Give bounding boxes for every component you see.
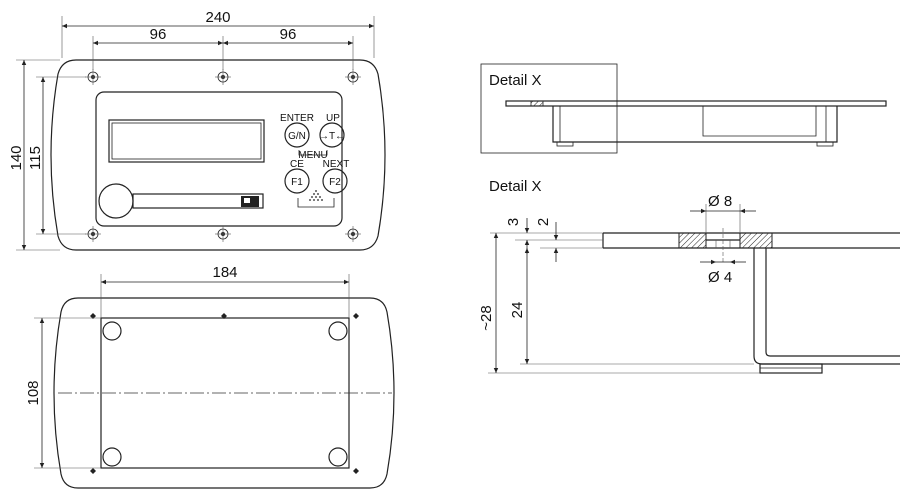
side-plate-tab (530, 100, 544, 107)
screw-icon (215, 226, 231, 242)
hatched-insert-left (678, 232, 707, 249)
round-knob (98, 183, 134, 219)
dimension-outer-diameter: Ø 8 (690, 193, 756, 233)
svg-text:184: 184 (212, 264, 237, 281)
next-button (322, 168, 348, 194)
dimension-body-depth: 24 (509, 248, 754, 365)
corner-hole (102, 321, 122, 341)
front-housing-outline (50, 59, 386, 251)
svg-text:24: 24 (509, 302, 526, 319)
enter-button-face: G/N (288, 131, 306, 142)
ce-button-top-label: CE (290, 159, 304, 170)
svg-text:~28: ~28 (478, 305, 495, 330)
side-rear-step (702, 106, 817, 137)
svg-text:108: 108 (25, 380, 42, 405)
enter-button (284, 122, 310, 148)
dimension-hole-pitch: 96 96 (92, 26, 354, 70)
dimension-cutout-width: 184 (100, 264, 350, 318)
next-button-face: F2 (329, 177, 341, 188)
screw-icon (345, 226, 361, 242)
svg-text:115: 115 (27, 146, 44, 170)
detail-overview: Detail X (480, 63, 887, 154)
svg-text:Ø 8: Ø 8 (708, 193, 732, 210)
dimension-total-depth: ~28 (478, 233, 760, 374)
corner-hole (102, 447, 122, 467)
enter-button-top-label: ENTER (280, 113, 314, 124)
ce-button (284, 168, 310, 194)
dimension-inner-diameter: Ø 4 (700, 259, 746, 286)
svg-text:Ø 4: Ø 4 (708, 269, 732, 286)
detail-section: Detail X Ø 8 Ø 4 (478, 178, 900, 374)
screw-icon (215, 69, 231, 85)
up-button-top-label: UP (326, 113, 340, 124)
lcd-display (108, 119, 265, 163)
speaker-grille-icon (309, 190, 323, 201)
corner-hole (328, 321, 348, 341)
corner-hole (328, 447, 348, 467)
detail-frame (480, 63, 618, 154)
dimension-hole-pitch-vertical: 115 (27, 76, 86, 235)
svg-text:240: 240 (205, 9, 230, 26)
side-body (552, 106, 838, 143)
svg-text:3: 3 (505, 218, 522, 226)
ce-button-face: F1 (291, 177, 303, 188)
hatched-insert-right (739, 232, 773, 249)
mounting-screws (85, 69, 361, 242)
svg-text:96: 96 (280, 26, 297, 43)
menu-bracket (298, 150, 328, 156)
slot-connector-window (244, 198, 250, 203)
detail-section-label: Detail X (489, 178, 542, 195)
up-button (319, 122, 345, 148)
up-button-face: →T← (319, 131, 345, 142)
card-slot (132, 193, 264, 209)
screw-icon (345, 69, 361, 85)
next-button-top-label: NEXT (323, 159, 350, 170)
lcd-display-inner (111, 122, 262, 160)
front-view: ENTER G/N UP →T← MENU CE F1 NEXT F2 (8, 9, 386, 251)
svg-text:2: 2 (535, 218, 552, 226)
corner-markers (90, 313, 359, 474)
back-view: 184 108 (25, 264, 395, 489)
side-foot (816, 141, 834, 147)
screw-icon (85, 69, 101, 85)
speaker-bracket (297, 198, 335, 208)
dimension-plate-thickness: 3 2 (490, 218, 603, 262)
svg-text:140: 140 (8, 145, 25, 170)
menu-label: MENU (298, 150, 327, 161)
svg-text:96: 96 (150, 26, 167, 43)
dimension-cutout-height: 108 (25, 317, 101, 469)
screw-icon (85, 226, 101, 242)
back-housing-outline (53, 297, 395, 489)
dimension-height-total: 140 (8, 59, 60, 251)
section-foot (759, 363, 823, 374)
side-plate (505, 100, 887, 107)
dimension-width-total: 240 (61, 9, 375, 58)
body-wall (753, 248, 900, 365)
detail-overview-label: Detail X (489, 72, 542, 89)
side-foot (556, 141, 574, 147)
front-panel (95, 91, 343, 227)
